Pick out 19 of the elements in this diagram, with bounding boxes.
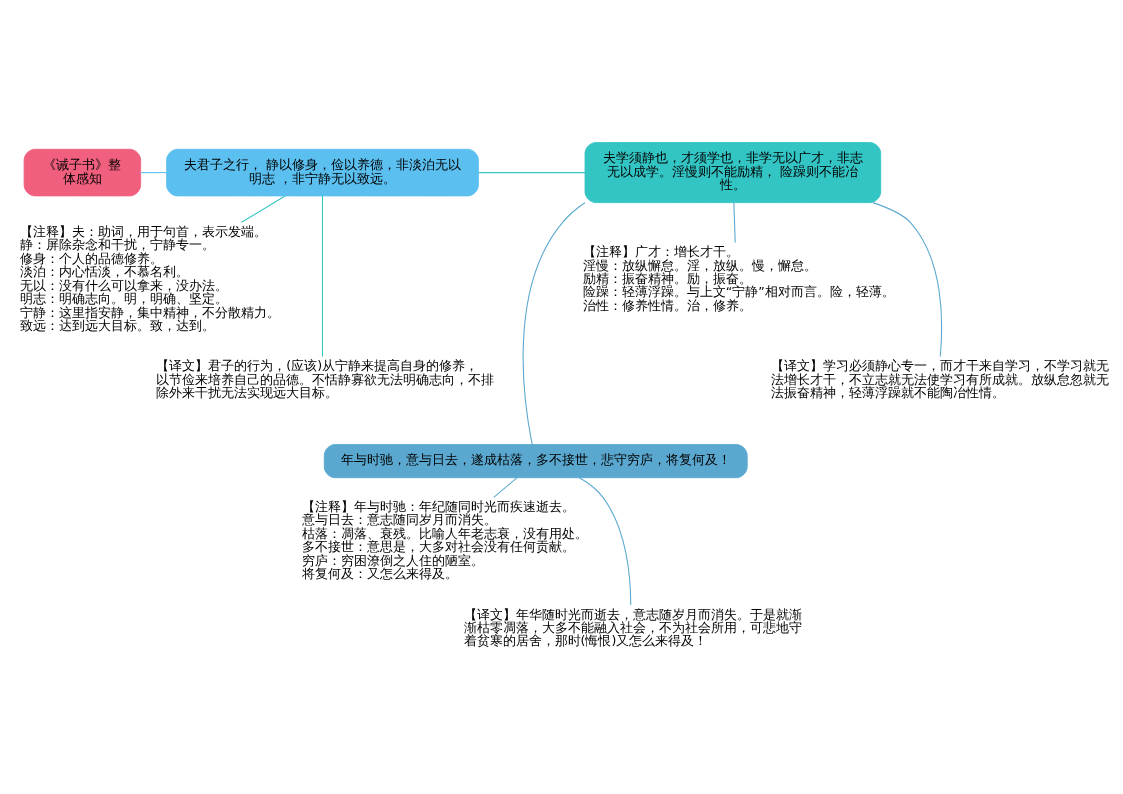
connector: [733, 201, 736, 243]
node-box: 年与时驰，意与日去，遂成枯落，多不接世，悲守穷庐，将复何及！: [323, 443, 748, 478]
connector: [241, 195, 286, 223]
connector: [321, 194, 324, 357]
connector: [493, 476, 518, 498]
node-box: 夫君子之行， 静以修身，俭以养德，非淡泊无以明志 ，非宁静无以致远。: [166, 148, 479, 196]
node-box: 夫学须静也，才须学也，非学无以广才，非志无以成学。淫慢则不能励精， 险躁则不能冶性。: [584, 141, 882, 203]
node-text: 【译文】学习必须静心专一，而才干来自学习，不学习就无法增长才干，不立志就无法使学习有所成就。放纵怠忽就无法振奋精神，轻薄浮躁就不能陶冶性情。: [770, 357, 1109, 400]
node-text: 【译文】君子的行为，(应该)从宁静来提高自身的修养，以节俭来培养自己的品德。不恬静寡欲无法明确志向，不排除外来干扰无法实现远大目标。: [156, 357, 495, 400]
connector: [478, 171, 586, 173]
node-text: 【注释】广才：增长才干。 淫慢：放纵懈怠。淫，放纵。慢，懈怠。 励精：振奋精神。励，振奋。 险躁：轻薄浮躁。与上文“宁静”相对而言。险，轻薄。 治性：修养性情。治，修养。: [582, 243, 895, 313]
node-text: 【注释】夫：助词，用于句首，表示发端。 静：屏除杂念和干扰，宁静专一。 修身：个人的品德修养。 淡泊：内心恬淡，不慕名利。 无以：没有什么可以拿来，没办法。 明志：明确志向。明，明确、坚定。 宁静：这里指安静，集中精神，不分散精力。 致远：达到远大目标。致，达到。: [19, 223, 280, 333]
node-box: 《诫子书》整体感知: [23, 148, 142, 196]
connector: [522, 201, 586, 445]
connector: [578, 476, 632, 605]
node-text: 【译文】年华随时光而逝去，意志随岁月而消失。于是就渐渐枯零凋落，大多不能融入社会，不为社会所用，可悲地守着贫寒的居舍，那时(悔恨)又怎么来得及！: [463, 606, 802, 648]
node-text: 【注释】年与时驰：年纪随同时光而疾速逝去。 意与日去：意志随同岁月而消失。 枯落：凋落、衰残。比喻人年老志衰，没有用处。 多不接世：意思是，大多对社会没有任何贡献。 穷庐：穷困潦倒之人住的陋室。 将复何及：又怎么来得及。: [301, 498, 588, 581]
connector: [140, 171, 167, 173]
connector: [872, 201, 943, 357]
